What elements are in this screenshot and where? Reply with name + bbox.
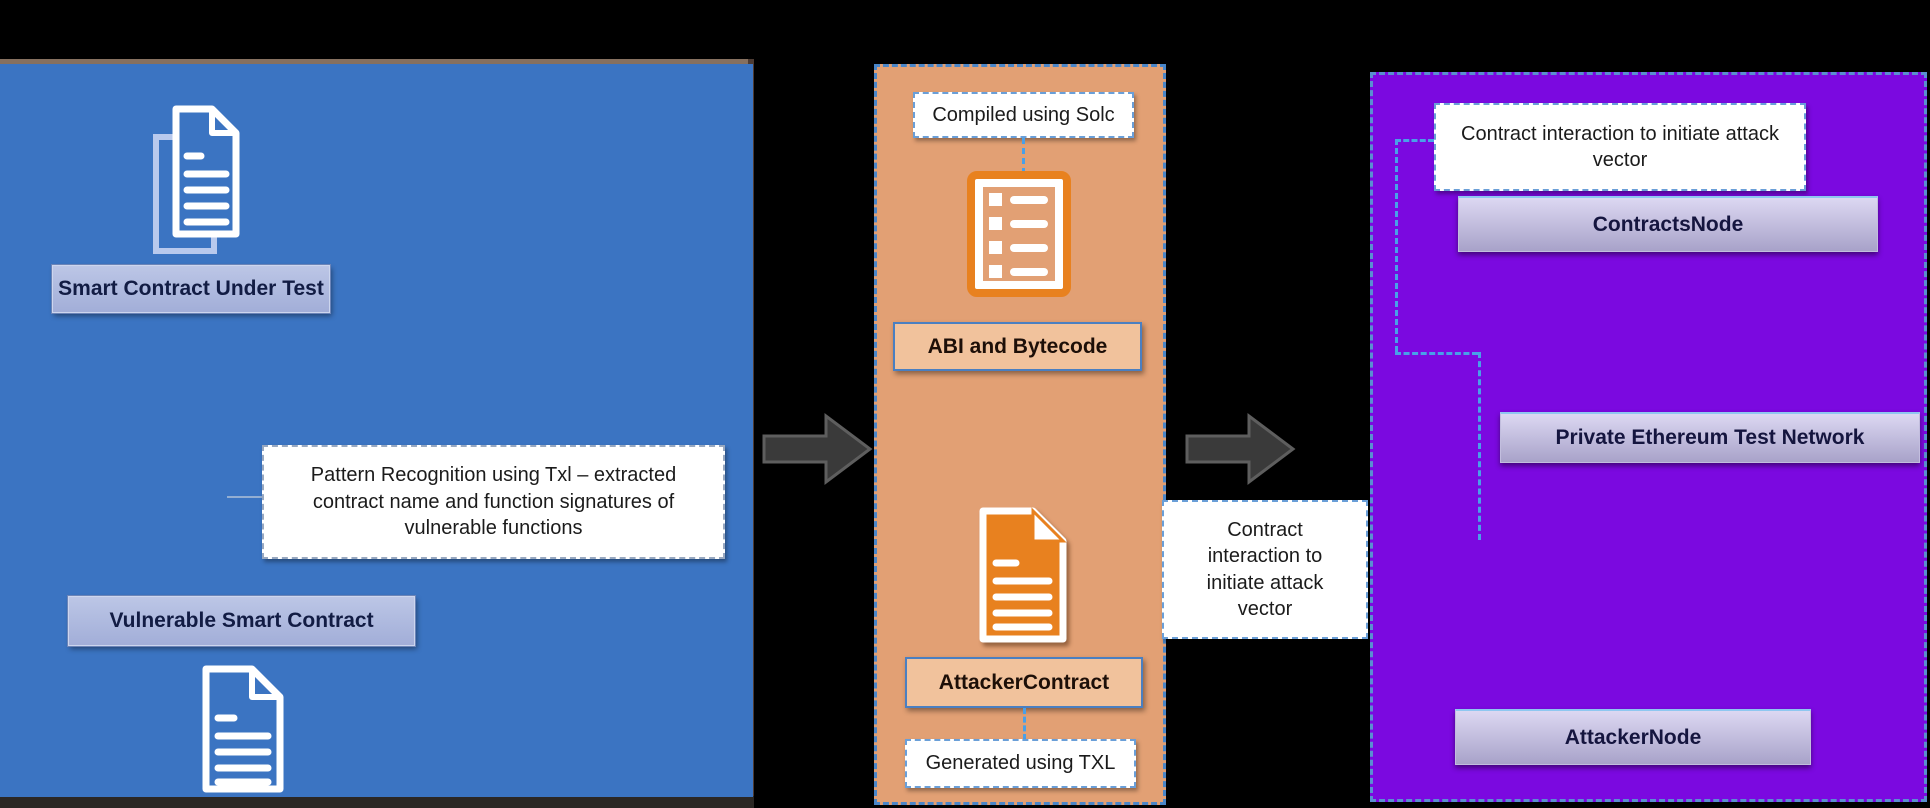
vulnerable-smart-contract-badge: Vulnerable Smart Contract — [67, 595, 416, 647]
smart-contract-under-test-label: Smart Contract Under Test — [58, 277, 324, 300]
compiled-using-solc-note: Compiled using Solc — [913, 92, 1134, 138]
solc-connector-line — [1022, 138, 1025, 174]
pattern-note-connector — [227, 496, 262, 498]
network-connector-seg3 — [1395, 352, 1478, 355]
attack-vector-note: Contract interaction to initiate attack … — [1434, 103, 1806, 191]
abi-bytecode-label: ABI and Bytecode — [927, 334, 1108, 358]
abi-bytecode-badge: ABI and Bytecode — [893, 322, 1142, 371]
network-connector-seg1 — [1395, 139, 1434, 142]
smart-contract-under-test-badge: Smart Contract Under Test — [51, 264, 331, 314]
attack-vector-text: Contract interaction to initiate attack … — [1461, 122, 1779, 171]
attacker-contract-label: AttackerContract — [938, 670, 1110, 694]
network-connector-seg4 — [1478, 352, 1481, 540]
generated-using-txl-text: Generated using TXL — [925, 752, 1116, 775]
private-ethereum-network-badge: Private Ethereum Test Network — [1500, 412, 1920, 463]
contract-interaction-note: Contract interaction to initiate attack … — [1162, 500, 1368, 639]
arrow-right-icon — [1185, 410, 1297, 488]
vulnerable-smart-contract-label: Vulnerable Smart Contract — [109, 609, 374, 632]
document-copy-icon — [150, 104, 242, 258]
pattern-recognition-text: Pattern Recognition using Txl – extracte… — [310, 464, 677, 540]
network-connector-seg2 — [1395, 139, 1398, 352]
left-panel-top-edge — [0, 59, 754, 64]
attacker-node-badge: AttackerNode — [1455, 709, 1811, 765]
pattern-recognition-note: Pattern Recognition using Txl – extracte… — [262, 445, 725, 559]
left-panel-bottom-edge — [0, 796, 754, 808]
txl-connector-line — [1023, 708, 1026, 740]
contract-document-icon — [975, 505, 1071, 645]
generated-using-txl-note: Generated using TXL — [905, 739, 1136, 788]
private-ethereum-network-label: Private Ethereum Test Network — [1555, 426, 1865, 449]
contracts-node-badge: ContractsNode — [1458, 196, 1878, 252]
attacker-contract-badge: AttackerContract — [905, 657, 1143, 708]
compiled-using-solc-text: Compiled using Solc — [932, 103, 1115, 126]
contract-interaction-text: Contract interaction to initiate attack … — [1206, 518, 1324, 620]
contracts-node-label: ContractsNode — [1592, 212, 1744, 236]
source-contracts-panel — [0, 64, 753, 797]
arrow-right-icon — [762, 410, 874, 488]
document-icon — [200, 664, 286, 794]
checklist-icon — [966, 170, 1072, 298]
attacker-node-label: AttackerNode — [1564, 725, 1702, 749]
